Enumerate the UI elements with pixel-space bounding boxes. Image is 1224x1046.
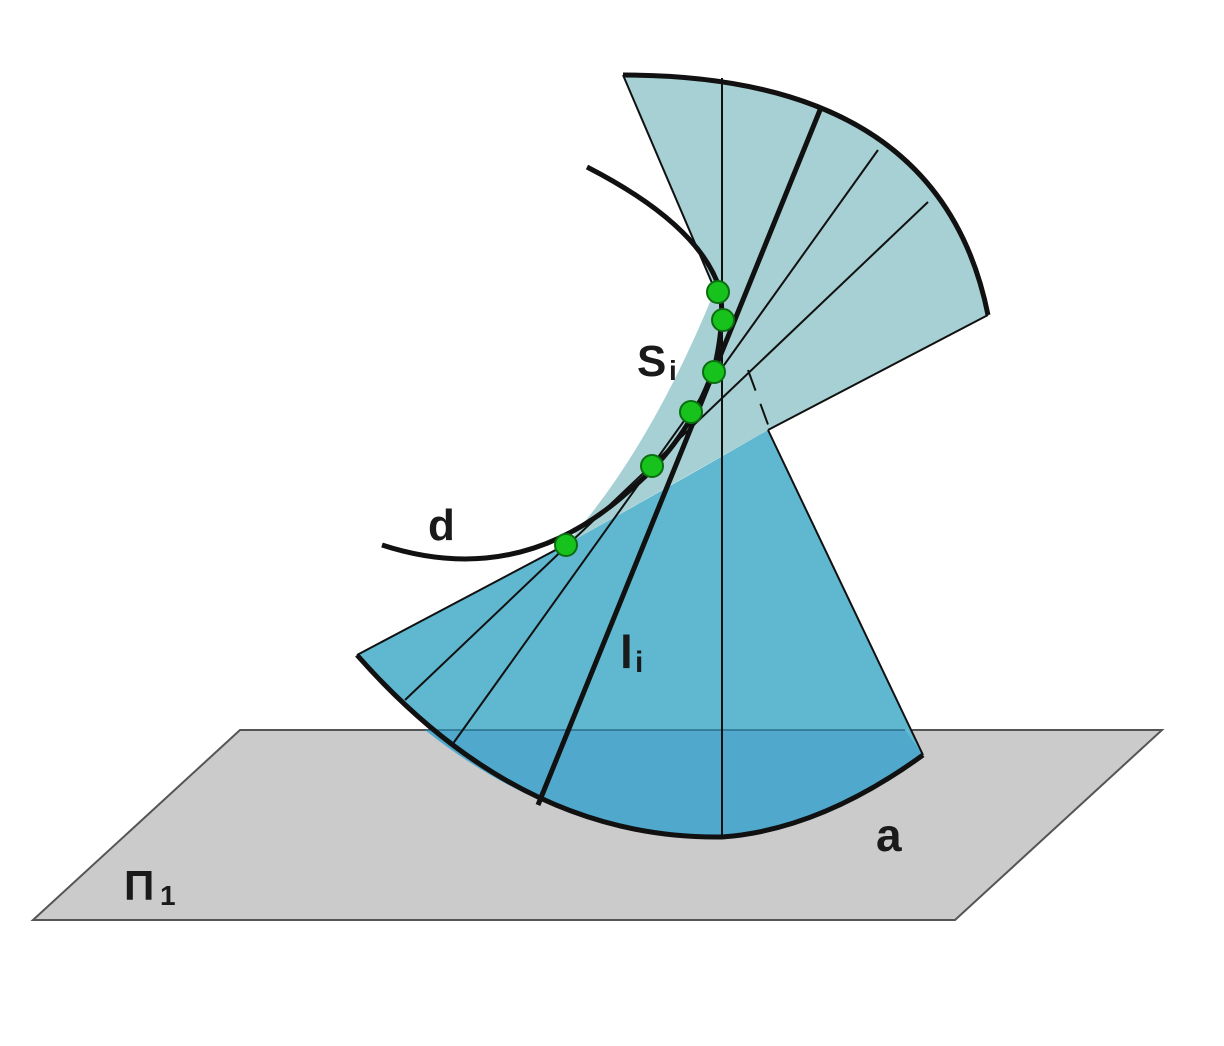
upper-cone-arc <box>622 72 991 316</box>
upper-cone-edge <box>767 314 989 431</box>
lower-cone-left-edge <box>356 544 566 656</box>
label-a: a <box>876 809 902 861</box>
label-l-sub: i <box>635 646 643 679</box>
tangent-point <box>706 280 730 304</box>
label-pi-sub: 1 <box>160 880 176 911</box>
ruling-line <box>451 149 879 746</box>
upper-cone-sector <box>565 75 988 545</box>
tangent-point <box>554 533 578 557</box>
lower-cone-over-plane <box>425 730 923 838</box>
tangent-point <box>711 308 735 332</box>
label-s-main: S <box>637 337 666 386</box>
label-s-sub: i <box>669 355 677 386</box>
tangent-point <box>702 360 726 384</box>
curve-d <box>381 164 725 562</box>
label-pi-main: Π <box>124 862 154 909</box>
tangent-point <box>679 400 703 424</box>
label-l-main: l <box>620 626 633 678</box>
ruling-line-hidden <box>747 369 771 431</box>
lower-cone-right-edge <box>767 429 924 756</box>
tangent-points <box>554 280 735 557</box>
ruling-line-li <box>535 109 823 806</box>
tangent-point <box>640 454 664 478</box>
label-d: d <box>428 501 455 550</box>
curve-a <box>355 653 925 840</box>
